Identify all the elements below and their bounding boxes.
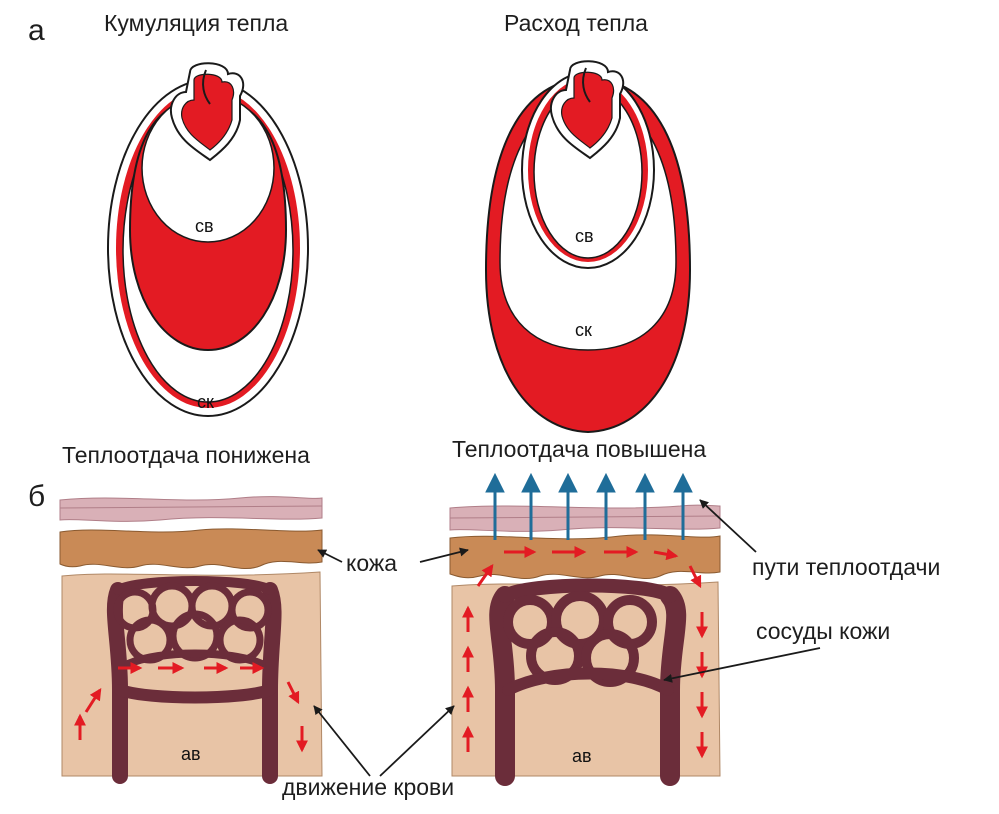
low-heat-loss-title: Теплоотдача понижена [62,442,310,469]
skin-vessels-label: сосуды кожи [756,618,890,645]
panel-b-letter: б [28,480,45,514]
right-sk-label: ск [575,320,592,341]
blood-flow-label: движение крови [282,774,454,801]
right-av-label: ав [572,746,592,767]
skin-section-right [450,474,720,776]
panel-a-letter: а [28,14,45,48]
left-sv-label: св [195,216,214,237]
right-sv-label: св [575,226,594,247]
high-heat-loss-title: Теплоотдача повышена [452,436,706,463]
left-av-label: ав [181,744,201,765]
left-sk-label: ск [197,392,214,413]
heat-accumulation-title: Кумуляция тепла [104,10,288,37]
skin-section-left [60,497,322,776]
skin-label: кожа [346,550,397,577]
heat-expenditure-title: Расход тепла [504,10,648,37]
circulation-diagram-left [108,63,308,416]
heat-paths-label: пути теплоотдачи [752,554,940,581]
